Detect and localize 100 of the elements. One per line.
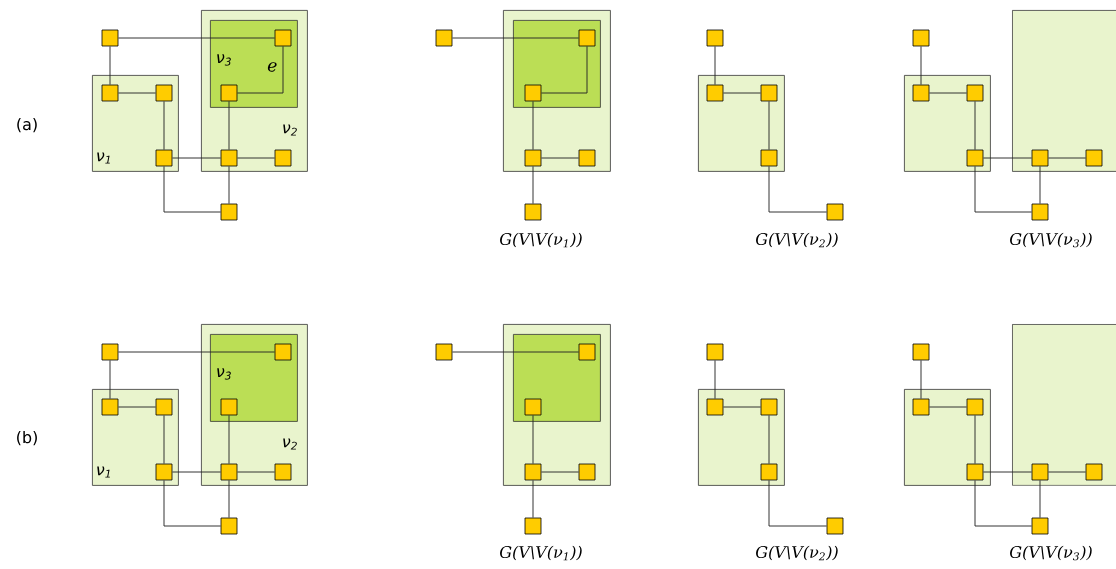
cluster-box [513,334,601,422]
vertex-square [1085,149,1103,167]
vertex-square [578,343,596,361]
connector-line [768,165,828,213]
connector-line [540,471,580,473]
connector-line [451,351,580,353]
connector-line [928,92,968,94]
connector-line [228,100,230,151]
vertex-square [220,149,238,167]
vertex-square [706,29,724,47]
vertex-square [578,29,596,47]
vertex-square [274,463,292,481]
vertex-square [274,149,292,167]
cluster-box [1012,10,1116,172]
vertex-square [706,84,724,102]
vertex-square [1031,149,1049,167]
vertex-square [524,203,542,221]
connector-line [540,157,580,159]
vertex-square [760,149,778,167]
panel-caption: G(V\V(ν$_{1}$)) [500,232,582,248]
connector-line [532,479,534,519]
connector-line [722,92,762,94]
vertex-square [155,398,173,416]
connector-line [109,359,111,400]
vertex-square [1085,463,1103,481]
connector-line [236,471,276,473]
vertex-square [826,203,844,221]
connector-line [236,45,284,94]
vertex-square [912,29,930,47]
vertex-square [706,398,724,416]
vertex-square [524,84,542,102]
panel-caption: G(V\V(ν$_{1}$)) [500,545,582,561]
connector-line [982,157,1033,159]
connector-line [163,479,222,527]
connector-line [1047,157,1087,159]
connector-line [163,100,165,151]
connector-line [228,414,230,465]
connector-line [974,479,1033,527]
vertex-square [760,84,778,102]
cluster-box [1012,324,1116,486]
vertex-square [912,84,930,102]
vertex-square [155,84,173,102]
vertex-square [220,203,238,221]
panel-caption: G(V\V(ν$_{2}$)) [756,232,838,248]
connector-line [974,100,976,151]
connector-line [451,37,580,39]
vertex-square [220,517,238,535]
panel-label: (a) [17,117,37,133]
connector-line [714,359,716,400]
vertex-square [1031,463,1049,481]
connector-line [171,157,222,159]
connector-line [920,359,922,400]
vertex-square [220,84,238,102]
connector-line [171,471,222,473]
vertex-square [524,517,542,535]
connector-line [236,157,276,159]
vertex-square [1031,517,1049,535]
connector-line [540,45,588,94]
panel-caption: G(V\V(ν$_{3}$)) [1010,232,1092,248]
vertex-square [706,343,724,361]
vertex-square [966,398,984,416]
vertex-square [760,463,778,481]
connector-line [722,406,762,408]
panel-caption: G(V\V(ν$_{3}$)) [1010,545,1092,561]
vertex-square [912,343,930,361]
vertex-square [155,149,173,167]
connector-line [982,471,1033,473]
connector-line [163,414,165,465]
vertex-square [220,398,238,416]
connector-line [532,165,534,205]
vertex-square [524,398,542,416]
vertex-square [435,343,453,361]
vertex-square [435,29,453,47]
vertex-square [760,398,778,416]
connector-line [117,92,157,94]
connector-line [974,165,1033,213]
connector-line [532,414,534,465]
connector-line [1039,479,1041,519]
vertex-square [101,343,119,361]
vertex-square [966,463,984,481]
connector-line [163,165,222,213]
vertex-square [524,463,542,481]
vertex-square [274,343,292,361]
connector-line [768,414,770,465]
panel-label: (b) [17,430,37,446]
connector-line [228,479,230,519]
vertex-square [578,149,596,167]
connector-line [532,100,534,151]
connector-line [768,100,770,151]
vertex-square [524,149,542,167]
vertex-square [220,463,238,481]
connector-line [109,45,111,86]
vertex-square [155,463,173,481]
connector-line [714,45,716,86]
connector-line [1039,165,1041,205]
vertex-square [101,398,119,416]
connector-line [228,165,230,205]
connector-line [1047,471,1087,473]
cluster-box: ν$_{3}$ [210,334,298,422]
vertex-square [966,84,984,102]
